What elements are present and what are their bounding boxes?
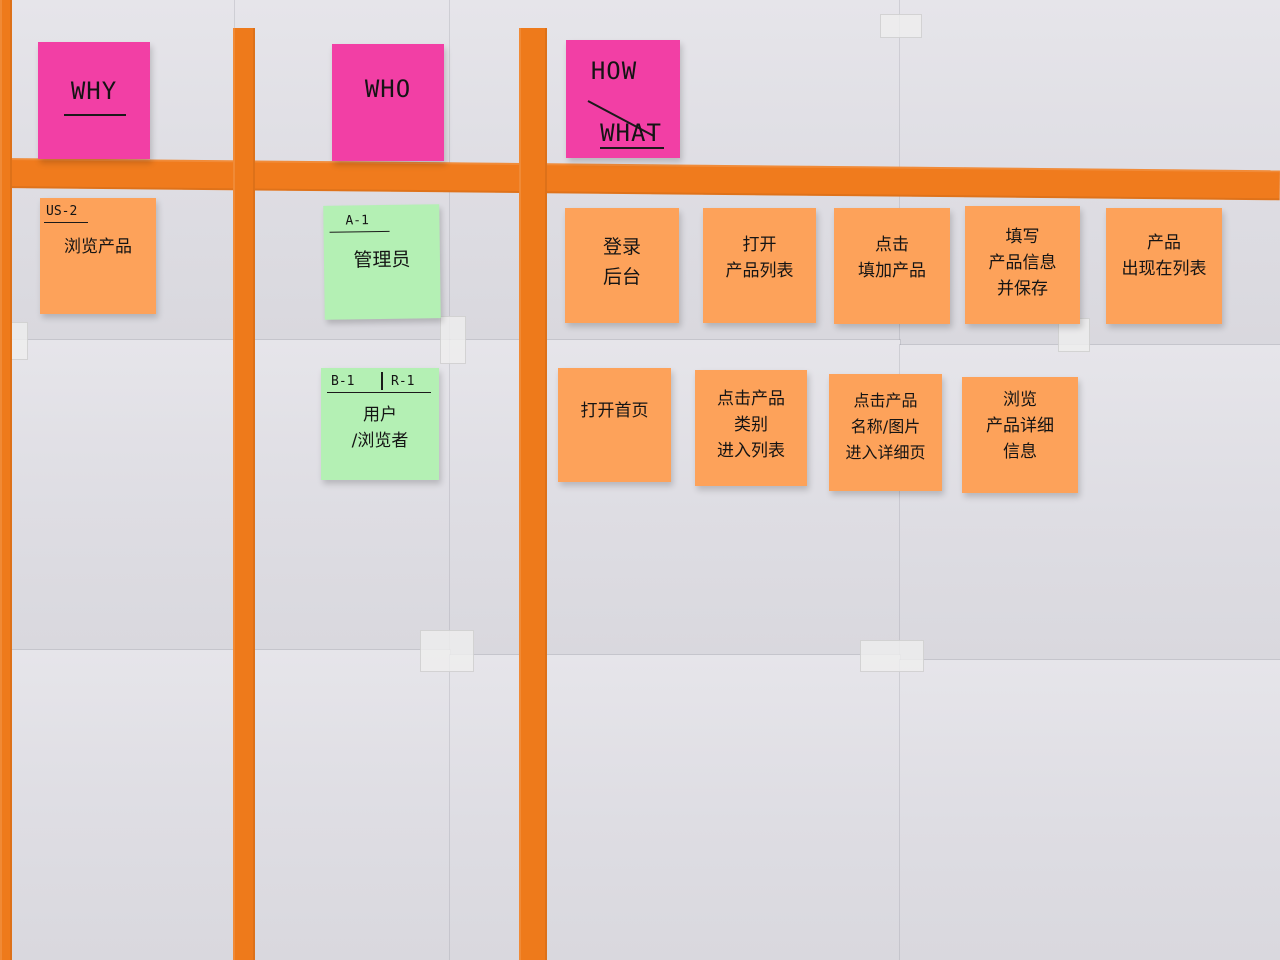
what-label: WHAT [600,119,662,147]
note-tag: A-1 [345,213,370,229]
who-note-user-browser: B-1 R-1 用户 /浏览者 [321,368,439,480]
step-note: 打开首页 [558,368,671,482]
note-text: 浏览 产品详细 信息 [986,390,1054,462]
why-note-browse-products: US-2 浏览产品 [40,198,156,314]
note-text: 用户 /浏览者 [351,405,409,451]
orange-tape-vertical [0,0,12,960]
step-note: 产品 出现在列表 [1106,208,1222,324]
note-text: 填写 产品信息 并保存 [988,227,1057,299]
paper-sheet [235,650,450,960]
orange-tape-vertical [233,28,255,960]
note-text: 点击 填加产品 [858,235,926,281]
step-note: 填写 产品信息 并保存 [965,206,1080,324]
masking-tape [420,630,474,672]
who-header-note: WHO [332,44,444,161]
step-note: 点击产品 名称/图片 进入详细页 [829,374,942,491]
tag-divider [381,372,383,390]
masking-tape [880,14,922,38]
who-note-admin: A-1 管理员 [323,204,441,320]
why-header-note: WHY [38,42,150,159]
note-text: 点击产品 名称/图片 进入详细页 [845,391,926,462]
step-note: 点击 填加产品 [834,208,950,324]
paper-sheet [0,650,235,960]
masking-tape [440,316,466,364]
who-label: WHO [364,75,412,103]
step-note: 登录 后台 [565,208,679,323]
note-text: 浏览产品 [64,237,132,257]
tag-underline [44,222,88,223]
step-note: 打开 产品列表 [703,208,816,323]
step-note: 浏览 产品详细 信息 [962,377,1078,493]
orange-tape-vertical [519,28,547,960]
masking-tape [860,640,924,672]
note-tag: R-1 [391,374,415,389]
paper-sheet [0,340,235,650]
paper-sheet [900,660,1280,960]
how-label: HOW [590,57,638,85]
step-note: 点击产品 类别 进入列表 [695,370,807,486]
note-text: 管理员 [353,248,411,272]
note-text: 产品 出现在列表 [1121,233,1207,279]
note-text: 打开首页 [580,401,649,421]
tag-underline [327,392,431,393]
how-what-header-note: HOW WHAT [566,40,680,158]
note-tag: B-1 [331,374,355,389]
note-text: 点击产品 类别 进入列表 [717,389,785,461]
tag-underline [329,230,390,233]
note-tag: US-2 [46,204,78,219]
why-label: WHY [70,77,118,105]
what-underline [600,147,664,149]
note-text: 登录 后台 [602,236,641,288]
why-underline [64,114,126,116]
paper-sheet [900,345,1280,660]
paper-sheet [450,655,900,960]
note-text: 打开 产品列表 [725,235,794,281]
